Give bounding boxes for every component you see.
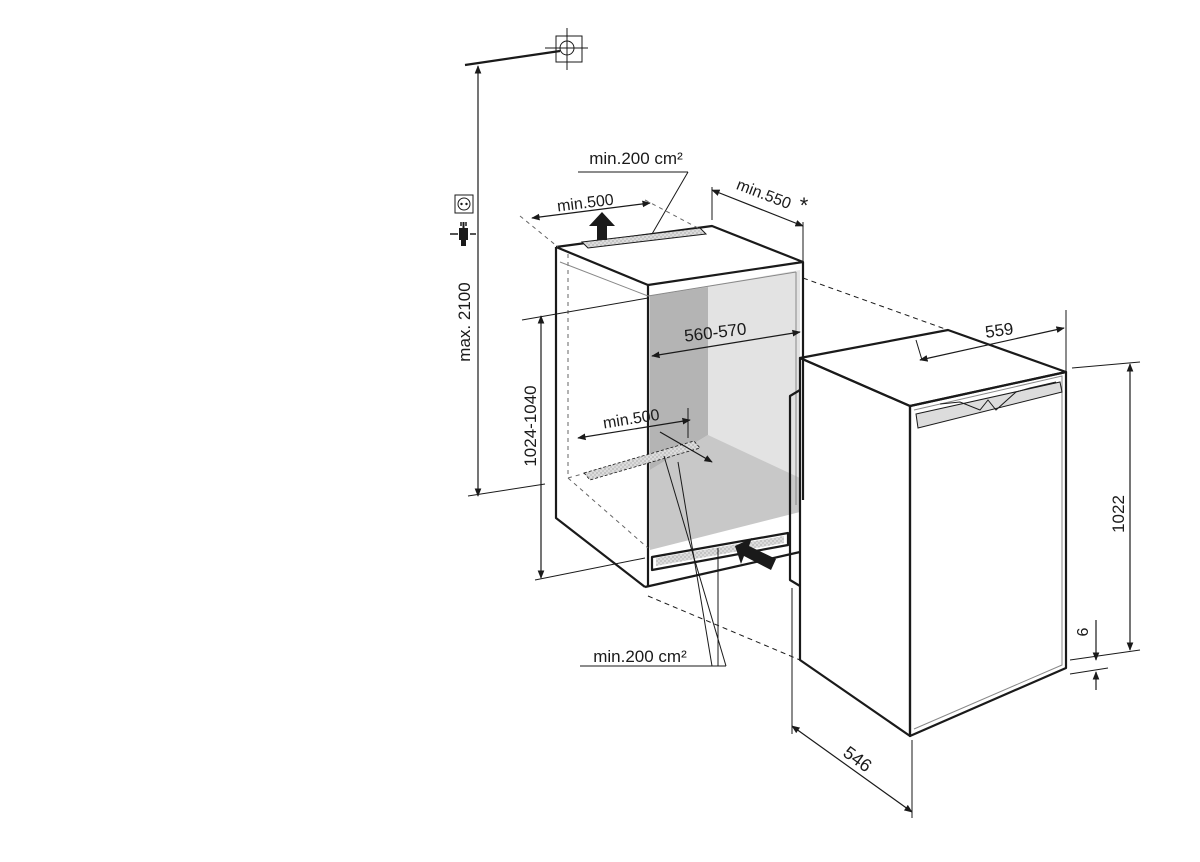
appliance-height-dimension: 1022: [1069, 361, 1141, 661]
top-depth-dimension: min.500: [519, 192, 699, 248]
niche-cabinet: [554, 224, 805, 589]
airflow-in-arrow: [735, 538, 776, 570]
gap-dimension: 6: [1069, 620, 1109, 690]
max-height-label: max. 2100: [455, 282, 474, 361]
niche-depth-label: min.550: [734, 177, 793, 213]
gap-label: 6: [1075, 627, 1092, 636]
appliance-height-label: 1022: [1109, 495, 1128, 533]
airflow-up-arrow: [589, 212, 615, 240]
crosshair-icon: [464, 28, 588, 70]
top-vent-label: min.200 cm²: [589, 149, 683, 168]
appliance-body: [788, 328, 1068, 738]
top-vent-annotation: min.200 cm²: [578, 149, 689, 235]
max-height-dimension: max. 2100: [455, 65, 546, 497]
plug-icon: [450, 222, 476, 246]
bottom-vent-label: min.200 cm²: [593, 647, 687, 666]
niche-depth-asterisk: *: [800, 193, 809, 218]
socket-icon: [454, 194, 474, 214]
appliance-width-label: 559: [984, 319, 1015, 342]
top-depth-label: min.500: [556, 192, 615, 216]
niche-depth-dimension: min.550 *: [711, 177, 809, 262]
bottom-vent-annotation: min.200 cm²: [580, 455, 727, 667]
niche-height-label: 1024-1040: [521, 385, 540, 466]
appliance-width-dimension: 559: [915, 310, 1067, 372]
appliance-depth-dimension: 546: [791, 588, 913, 818]
appliance-depth-label: 546: [839, 742, 875, 776]
niche-height-dimension: 1024-1040: [521, 297, 649, 581]
projection-lines: [647, 277, 949, 661]
